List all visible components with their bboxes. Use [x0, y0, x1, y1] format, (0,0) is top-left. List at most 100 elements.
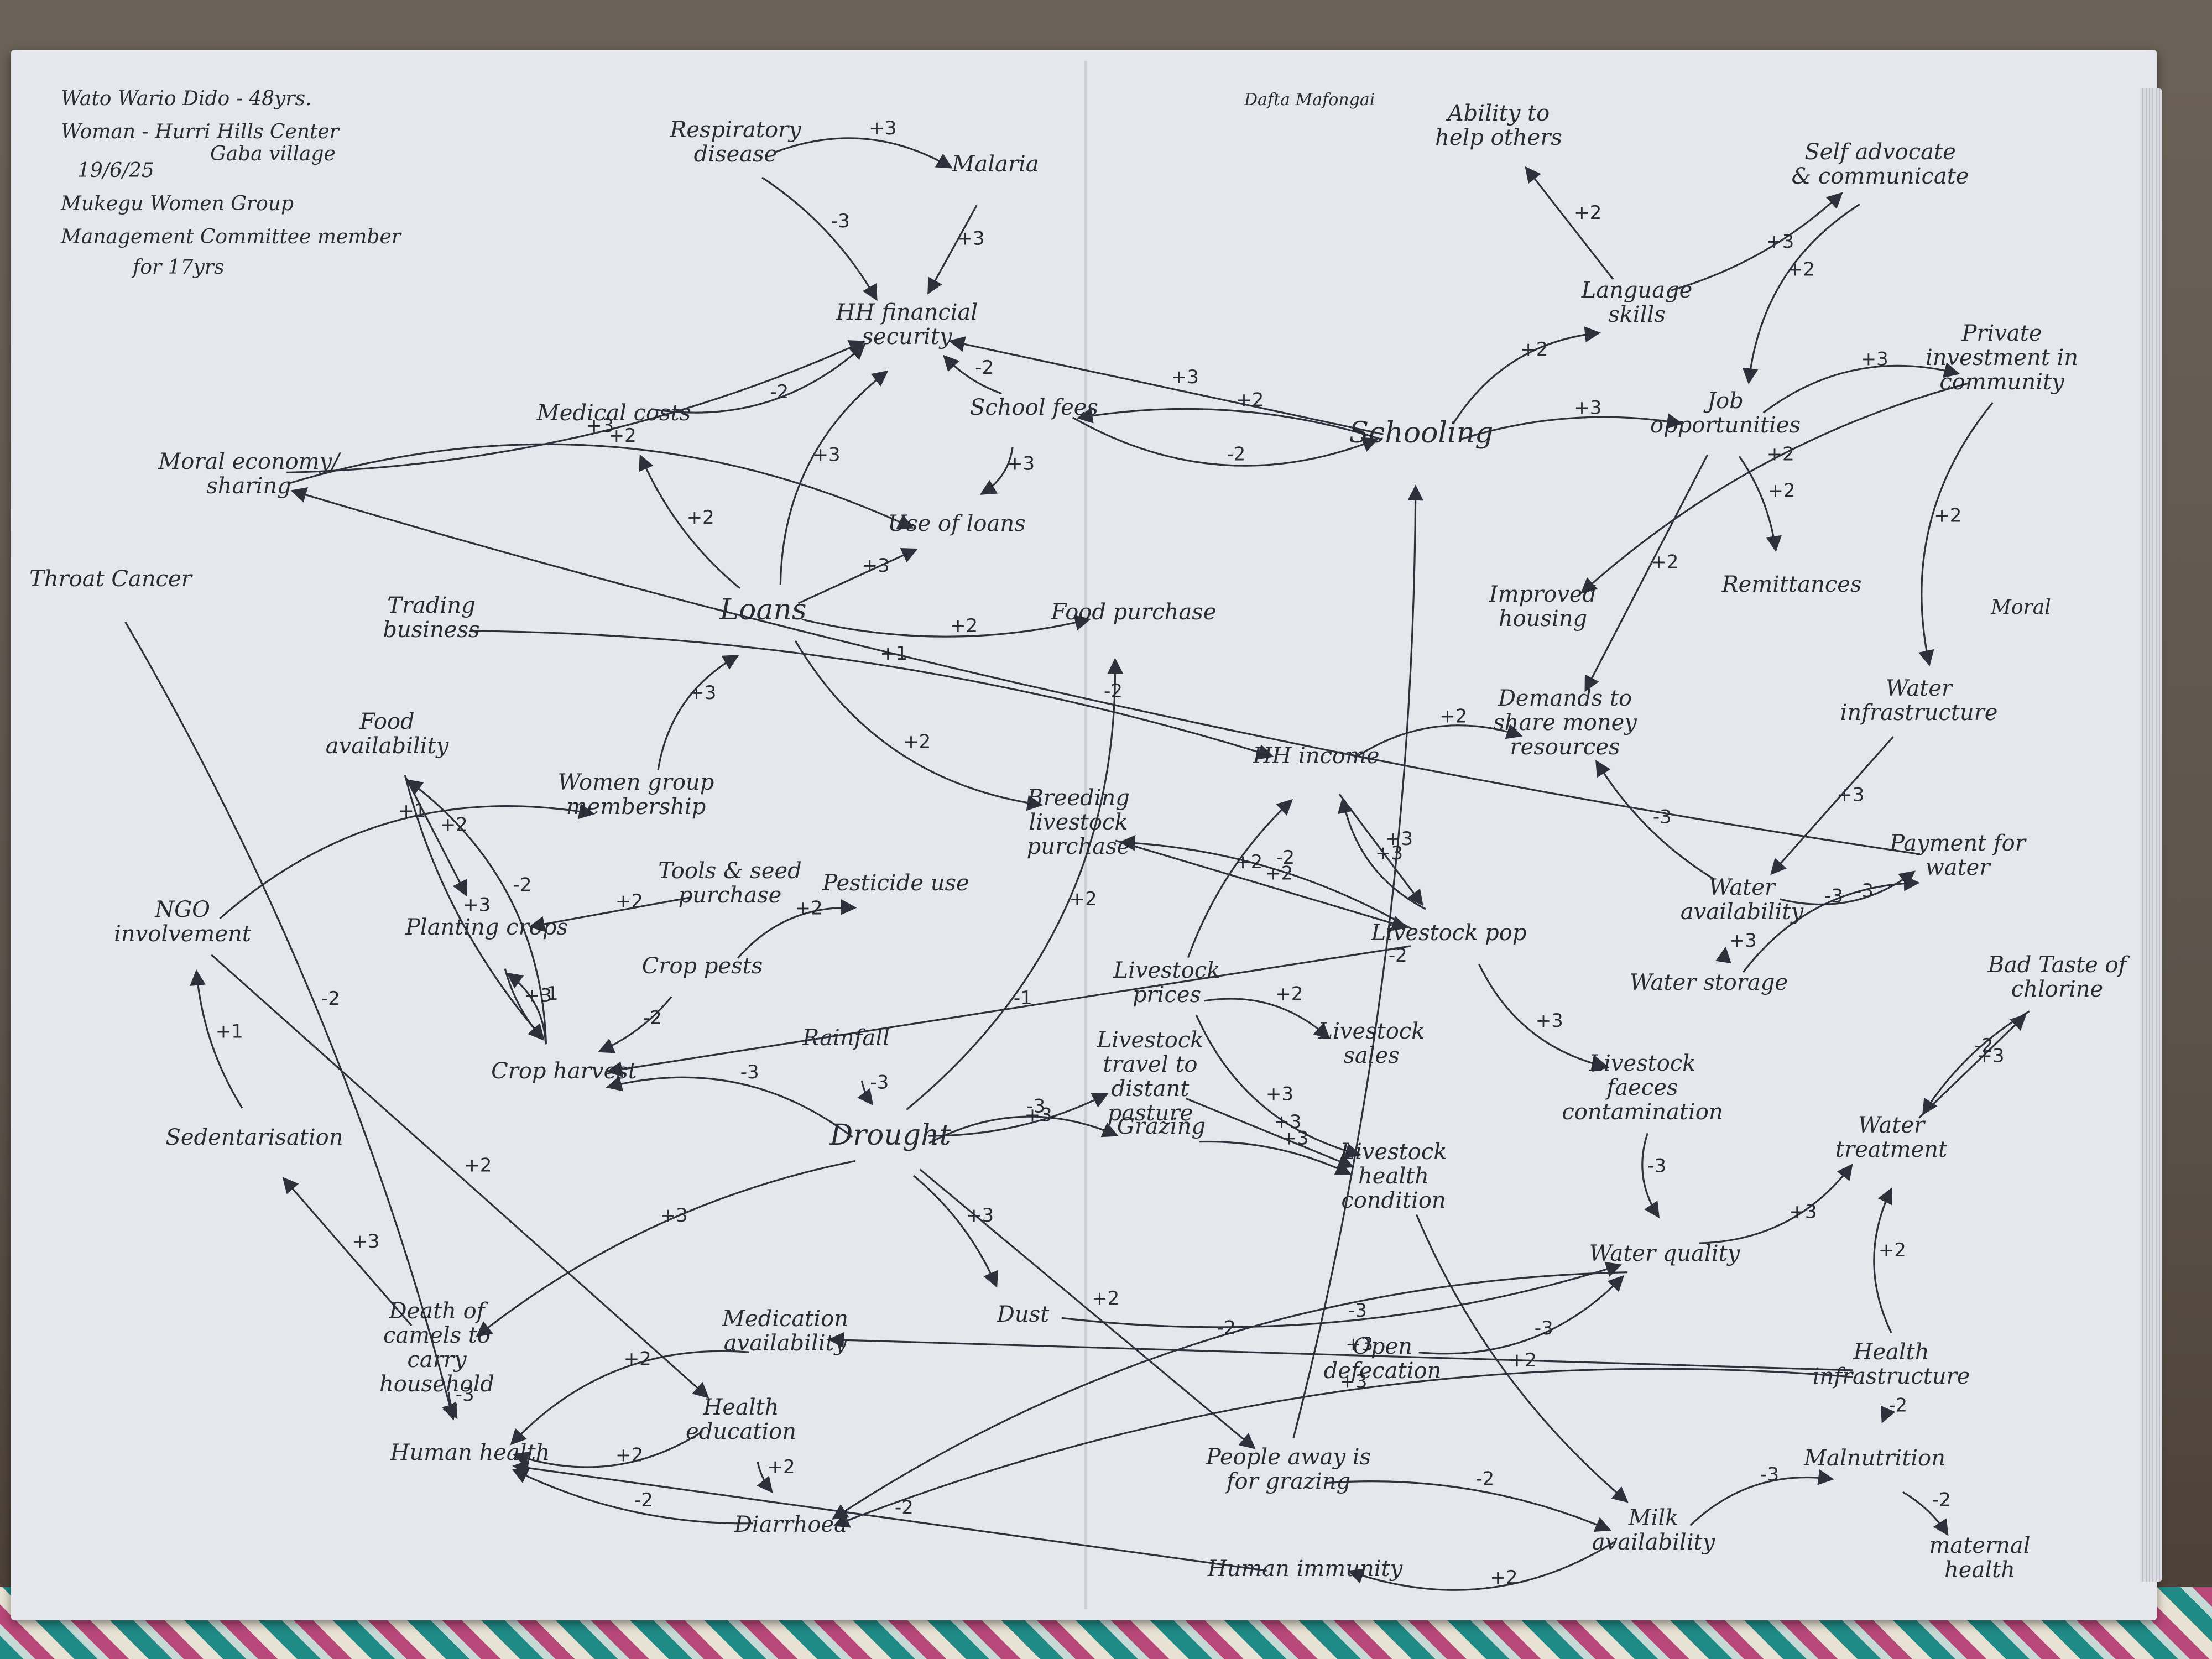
edge-drought-to-deathcamels	[476, 1160, 855, 1338]
node-moral: Moral economy/sharing	[158, 449, 341, 499]
edge-label-ngo-to-healthedu: +2	[464, 1155, 492, 1177]
edge-label-private-to-waterinfra: +2	[1934, 504, 1961, 526]
header-committee: Management Committee member	[60, 226, 402, 248]
edge-label-schoolfees-to-useloans: +3	[1007, 453, 1035, 475]
edge-schoolfees-to-useloans	[979, 446, 1014, 495]
edge-label-drought-to-deathcamels: +3	[660, 1204, 688, 1227]
edge-label-livestockprice-to-livestocksales: +2	[1275, 983, 1303, 1005]
edge-label-livestockpop-to-cropharvest: -1	[1014, 987, 1032, 1009]
edge-label-drought-to-grazing: -3	[1026, 1095, 1045, 1117]
edge-label-livestocktravel-to-livestockhealth: +3	[1274, 1111, 1301, 1133]
edge-label-croppests-to-cropharvest: -2	[643, 1007, 662, 1029]
edge-healthinfra-to-diarrhoea	[833, 1368, 1853, 1528]
edge-livestockpop-to-cropharvest	[606, 945, 1411, 1077]
edge-label-schooling-to-job: +3	[1574, 397, 1601, 419]
edge-label-deathcamels-to-sedent: +3	[352, 1230, 379, 1253]
node-humanimmunity: Human immunity	[1207, 1556, 1404, 1582]
edge-breeding-to-livestockpop	[1115, 839, 1408, 931]
header-name: Wato Wario Dido - 48yrs.	[61, 87, 312, 110]
edge-loans-to-medical	[639, 454, 741, 589]
edge-label-payment-to-moral: -2	[1104, 680, 1123, 702]
edge-label-peopleaway-to-schooling: -2	[1389, 945, 1407, 967]
notebook-fold	[1084, 61, 1087, 1609]
edge-label-milk-to-malnutrition: -3	[1760, 1464, 1779, 1486]
header-years: for 17yrs	[131, 256, 224, 279]
node-planting: Planting crops	[405, 915, 568, 940]
header-village: Gaba village	[210, 143, 336, 165]
edge-label-loans-to-breeding: +2	[903, 731, 931, 753]
edge-label-livestockpop-to-hhincome: +3	[1375, 842, 1403, 864]
edge-malaria-to-hhfin	[927, 205, 978, 295]
edge-label-faeces-to-waterquality: -3	[1647, 1155, 1666, 1177]
edge-selfadv-to-job	[1742, 204, 1860, 384]
edge-wateravail-to-demands	[1595, 760, 1715, 880]
edge-label-livestockpop-to-breeding: -2	[1276, 847, 1295, 869]
edge-label-schoolfees-to-schooling: -2	[1227, 444, 1245, 466]
edge-label-hhincome-to-livestockpop: +3	[1385, 828, 1413, 850]
edge-loans-to-hhfin	[779, 370, 889, 585]
edge-label-loans-to-medical: +2	[687, 507, 714, 529]
edge-language-to-ability	[1525, 166, 1614, 280]
edge-watertreat-to-badtaste	[1918, 1014, 2027, 1119]
edge-medication-to-humanhealth	[510, 1350, 749, 1446]
edge-loans-to-breeding	[794, 640, 1044, 811]
edge-label-badtaste-to-watertreat: -2	[1975, 1035, 1994, 1057]
edge-medical-to-hhfin	[650, 343, 866, 414]
edge-label-malnutrition-to-maternal: -2	[1932, 1489, 1951, 1511]
edge-label-livestockpop-to-faeces: +3	[1536, 1010, 1563, 1032]
edge-women-to-loans	[657, 655, 739, 770]
edge-livestockprice-to-livestockhealth	[1195, 1014, 1361, 1159]
edge-drought-to-foodpurchase	[906, 658, 1124, 1110]
edge-cropharvest-to-foodavail	[406, 779, 547, 1045]
edge-label-moral-to-useloans: +2	[609, 425, 637, 447]
edge-healthinfra-to-medication	[828, 1332, 1853, 1371]
node-pesticide: Pesticide use	[822, 870, 969, 896]
edge-label-breeding-to-livestockpop: +2	[1265, 863, 1293, 885]
edge-label-livestockprice-to-hhincome: +2	[1235, 851, 1262, 873]
edge-malnutrition-to-maternal	[1902, 1491, 1949, 1536]
edge-label-waterinfra-to-wateravail: +3	[1837, 784, 1864, 806]
node-grazing: Grazing	[1117, 1114, 1206, 1139]
edge-label-language-to-selfadv: +3	[1766, 231, 1794, 253]
edge-label-foodavail-to-cropharvest: +3	[463, 894, 491, 916]
edge-label-loans-to-foodpurchase: +2	[950, 615, 978, 637]
edge-label-private-to-housing: +2	[1767, 444, 1794, 466]
edge-milk-to-humanimmunity	[1347, 1541, 1616, 1591]
edge-schoolfees-to-schooling	[1072, 416, 1379, 467]
edge-label-milk-to-humanimmunity: +2	[1490, 1567, 1517, 1589]
edge-schooling-to-language	[1453, 326, 1601, 423]
edge-label-women-to-loans: +3	[688, 682, 716, 704]
edge-opendef-to-waterquality	[1418, 1275, 1624, 1355]
edge-moral-to-hhfin	[286, 340, 865, 474]
edge-label-watertreat-to-badtaste: +3	[1976, 1045, 2004, 1067]
edge-label-moral-to-hhfin: +3	[586, 415, 614, 437]
edge-label-healthinfra-to-malnutrition: -2	[1888, 1394, 1907, 1416]
node-cropharvest: Crop harvest	[491, 1058, 638, 1084]
header-group: Mukegu Women Group	[60, 192, 294, 215]
edge-peopleaway-to-schooling	[1292, 484, 1424, 1438]
edges-layer	[124, 137, 2030, 1591]
node-foodpurchase: Food purchase	[1051, 599, 1217, 625]
edge-label-grazing-to-livestockhealth: +3	[1281, 1128, 1309, 1150]
edge-livestockhealth-to-milk	[1415, 1214, 1629, 1503]
edge-label-drought-to-cropharvest: -3	[740, 1061, 759, 1083]
edge-waterinfra-to-wateravail	[1770, 736, 1894, 875]
edge-label-tools-to-planting: +2	[615, 890, 643, 912]
edge-badtaste-to-watertreat	[1922, 1010, 2030, 1115]
edge-label-medical-to-hhfin: -2	[770, 381, 789, 403]
node-schooling: Schooling	[1349, 416, 1494, 450]
node-selfadv: Self advocate& communicate	[1792, 139, 1969, 189]
node-dust: Dust	[997, 1302, 1050, 1327]
edge-schooling-to-hhfin	[948, 336, 1384, 435]
